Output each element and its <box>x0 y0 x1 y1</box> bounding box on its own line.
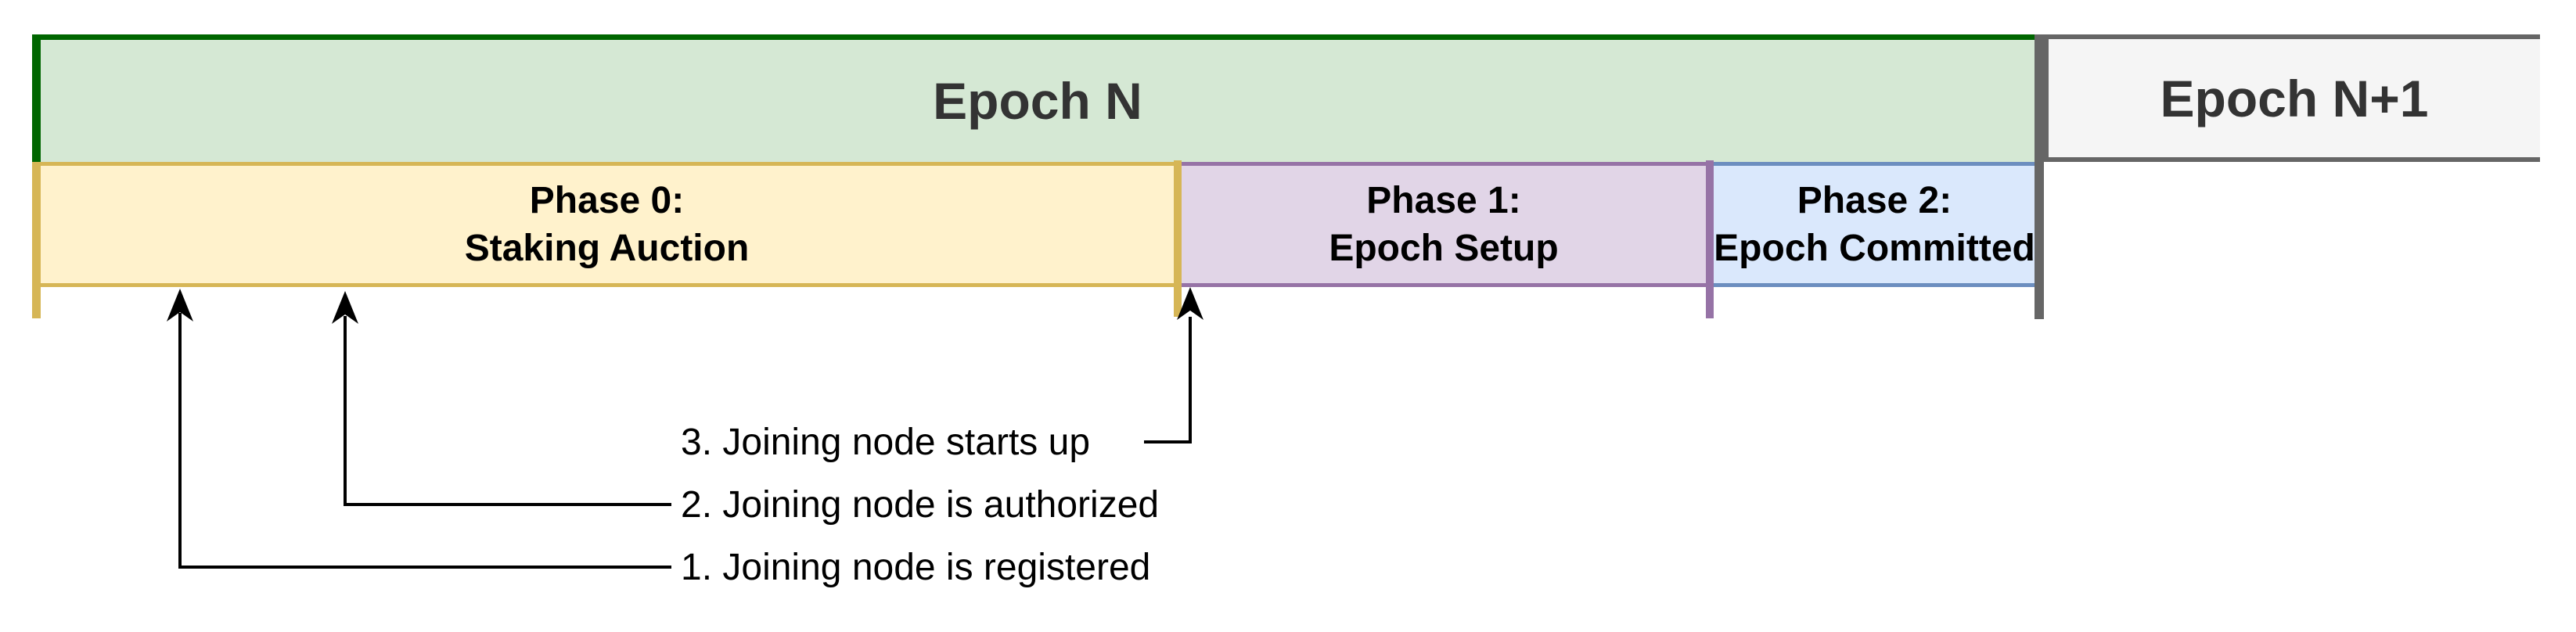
arrowhead-icon <box>167 289 193 321</box>
phase-2-title: Phase 2: <box>1797 180 1952 221</box>
arrow-node-authorized <box>332 291 671 506</box>
phase-1-start-tick-line <box>1174 160 1182 317</box>
phase-0-staking-auction-box: Phase 0: Staking Auction <box>36 162 1178 287</box>
epoch-n-label: Epoch N <box>933 72 1142 130</box>
arrow-node-registered <box>167 289 671 569</box>
epoch-n-plus-1-bar: Epoch N+1 <box>2044 34 2540 162</box>
epoch-n-bar: Epoch N <box>36 34 2039 162</box>
epoch-n-plus-1-label: Epoch N+1 <box>2160 69 2429 127</box>
phase-2-epoch-committed-box: Phase 2: Epoch Committed <box>1710 162 2039 287</box>
event-label-node-starts-up: 3. Joining node starts up <box>681 421 1091 463</box>
phase-0-start-tick-line <box>32 162 41 318</box>
phase-2-start-tick-line <box>1706 160 1714 318</box>
event-label-node-registered: 1. Joining node is registered <box>681 546 1151 588</box>
phase-1-title: Phase 1: <box>1366 180 1521 221</box>
epoch-boundary-tick-line <box>2035 34 2044 319</box>
phase-2-subtitle: Epoch Committed <box>1714 228 2035 269</box>
arrowhead-icon <box>332 291 358 324</box>
event-label-node-authorized: 2. Joining node is authorized <box>681 483 1160 526</box>
phase-0-title: Phase 0: <box>529 180 685 221</box>
phase-1-epoch-setup-box: Phase 1: Epoch Setup <box>1178 162 1710 287</box>
phase-0-subtitle: Staking Auction <box>464 228 750 269</box>
phase-1-subtitle: Epoch Setup <box>1329 228 1559 269</box>
epoch-start-tick-line <box>32 34 41 162</box>
